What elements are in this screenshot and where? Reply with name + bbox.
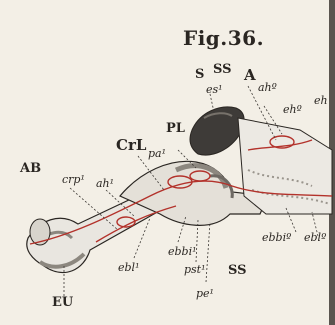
label-pa: pa¹ [148,148,166,159]
label-ah-top: ahº [258,82,277,93]
label-ebl-right: eblº [304,232,326,243]
label-ebbi-right: ebbiº [262,232,291,243]
label-CrL: CrL [116,138,146,153]
label-S: S [195,68,204,81]
label-eh-b: eh [314,95,328,106]
label-AB: AB [20,162,41,175]
label-ebl-left: ebl¹ [118,262,139,273]
label-SS-bottom: SS [228,264,247,277]
label-SS-top: SS [213,63,232,76]
label-ah-left: ah¹ [96,178,114,189]
label-PL: PL [166,122,185,135]
right-wedge [238,118,332,214]
label-crp: crp¹ [62,174,85,185]
label-pe: pe¹ [196,288,214,299]
label-eh-a: ehº [283,104,302,115]
figure-title: Fig.36. [183,28,264,48]
label-ebbi-bottom: ebbi¹ [168,246,197,257]
label-pst: pst¹ [184,264,206,275]
label-A: A [244,68,256,83]
label-EU: EU [52,296,73,309]
dark-mass [190,107,244,155]
label-es: es¹ [206,84,223,95]
